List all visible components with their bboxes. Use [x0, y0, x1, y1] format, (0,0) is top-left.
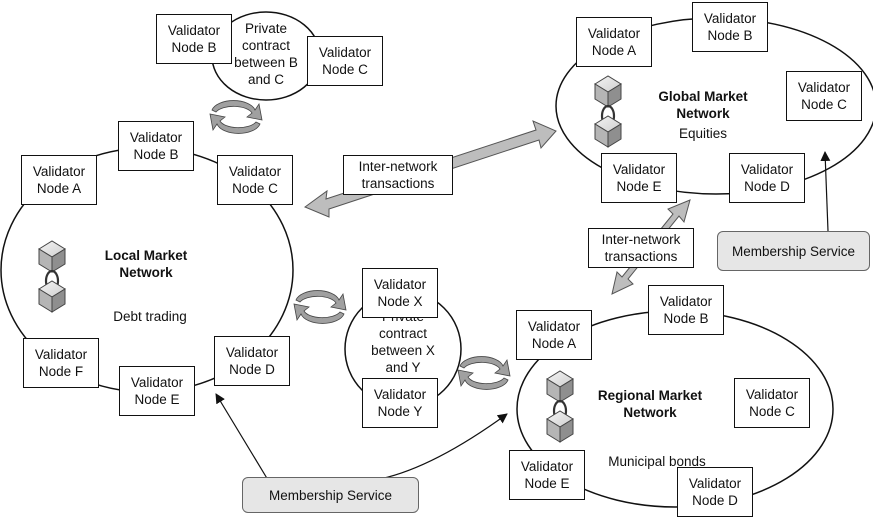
- private-contract-xy-text: Private contract between X and Y: [363, 308, 443, 376]
- global-validator-node-c: Validator Node C: [786, 71, 862, 121]
- node-label-line2: Node C: [232, 181, 278, 196]
- node-label-line1: Validator: [373, 277, 427, 292]
- private-contract-bc-text: Private contract between B and C: [226, 20, 306, 88]
- contract-line: Private: [244, 21, 288, 36]
- inter-network-line1: Inter-network: [358, 159, 438, 174]
- node-label-line2: Node E: [616, 179, 662, 194]
- ledger-icon-local: [38, 240, 66, 313]
- local-validator-node-d: Validator Node D: [214, 336, 290, 386]
- node-label-line2: Node D: [229, 362, 275, 377]
- contract-line: contract: [378, 326, 428, 341]
- contract-line: and Y: [385, 360, 421, 375]
- membership-arrow-to-global: [820, 151, 831, 232]
- inter-network-line2: transactions: [604, 249, 678, 264]
- node-label-line2: Node C: [322, 62, 368, 77]
- private-validator-node-c: Validator Node C: [307, 36, 383, 86]
- node-label-line1: Validator: [129, 130, 183, 145]
- sync-icon-bc: [209, 100, 263, 134]
- node-label-line1: Validator: [167, 23, 221, 38]
- node-label-line2: Node D: [692, 493, 738, 508]
- node-label-line1: Validator: [228, 164, 282, 179]
- node-label-line1: Validator: [612, 162, 666, 177]
- node-label-line1: Validator: [659, 294, 713, 309]
- node-label-line2: Node E: [134, 392, 180, 407]
- network-title-line1: Regional Market: [597, 388, 703, 403]
- network-title-line2: Network: [676, 106, 730, 121]
- regional-validator-node-e: Validator Node E: [509, 450, 585, 500]
- node-label-line2: Node Y: [377, 404, 423, 419]
- local-validator-node-f: Validator Node F: [23, 338, 99, 388]
- membership-arrow-to-local: [215, 393, 269, 481]
- network-title-line2: Network: [119, 265, 173, 280]
- node-label-line2: Node D: [744, 179, 790, 194]
- node-label-line2: Node B: [707, 28, 753, 43]
- node-label-line1: Validator: [520, 459, 574, 474]
- node-label-line1: Validator: [745, 387, 799, 402]
- sync-icon-x: [293, 290, 347, 324]
- regional-validator-node-a: Validator Node A: [516, 310, 592, 360]
- local-validator-node-c: Validator Node C: [217, 155, 293, 205]
- node-label-line2: Node C: [801, 97, 847, 112]
- node-label-line2: Node B: [171, 40, 217, 55]
- node-label-line2: Node B: [663, 311, 709, 326]
- global-network-title: Global Market Network: [643, 88, 763, 122]
- global-validator-node-e: Validator Node E: [601, 153, 677, 203]
- node-label-line1: Validator: [225, 345, 279, 360]
- inter-network-line1: Inter-network: [601, 232, 681, 247]
- global-network-description: Equities: [678, 126, 728, 141]
- local-validator-node-e: Validator Node E: [119, 366, 195, 416]
- ledger-icon-global: [594, 75, 622, 148]
- ledger-icon-regional: [546, 370, 574, 443]
- node-label-line1: Validator: [373, 387, 427, 402]
- inter-network-label-global-regional: Inter-network transactions: [588, 228, 694, 268]
- node-label-line1: Validator: [688, 476, 742, 491]
- node-label-line2: Node C: [749, 404, 795, 419]
- contract-line: between X: [371, 343, 435, 358]
- node-label-line1: Validator: [703, 11, 757, 26]
- node-label-line2: Node E: [524, 476, 570, 491]
- node-label-line2: Node X: [377, 294, 423, 309]
- node-label-line1: Validator: [318, 45, 372, 60]
- local-network-title: Local Market Network: [86, 247, 206, 281]
- contract-line: between B: [234, 55, 298, 70]
- regional-validator-node-c: Validator Node C: [734, 378, 810, 428]
- node-label-line2: Node B: [133, 147, 179, 162]
- global-validator-node-d: Validator Node D: [729, 153, 805, 203]
- local-network-description: Debt trading: [113, 309, 187, 324]
- regional-validator-node-b: Validator Node B: [648, 285, 724, 335]
- node-label-line1: Validator: [797, 80, 851, 95]
- node-label-line2: Node F: [38, 364, 84, 379]
- sync-icon-y: [457, 356, 511, 390]
- local-validator-node-b: Validator Node B: [118, 121, 194, 171]
- local-validator-node-a: Validator Node A: [21, 155, 97, 205]
- private-validator-node-x: Validator Node X: [362, 268, 438, 318]
- node-label-line2: Node A: [36, 181, 82, 196]
- global-validator-node-a: Validator Node A: [576, 17, 652, 67]
- inter-network-line2: transactions: [361, 176, 435, 191]
- network-title-line2: Network: [623, 405, 677, 420]
- private-validator-node-y: Validator Node Y: [362, 378, 438, 428]
- private-validator-node-b: Validator Node B: [156, 14, 232, 64]
- membership-service-left: Membership Service: [242, 477, 419, 513]
- node-label-line2: Node A: [591, 43, 637, 58]
- node-label-line1: Validator: [34, 347, 88, 362]
- node-label-line1: Validator: [527, 319, 581, 334]
- membership-service-right: Membership Service: [717, 231, 870, 271]
- contract-line: and C: [247, 72, 285, 87]
- regional-network-title: Regional Market Network: [585, 387, 715, 421]
- network-title-line1: Global Market: [658, 89, 748, 104]
- node-label-line2: Node A: [531, 336, 577, 351]
- node-label-line1: Validator: [587, 26, 641, 41]
- inter-network-label-local-global: Inter-network transactions: [343, 155, 453, 195]
- node-label-line1: Validator: [32, 164, 86, 179]
- contract-line: contract: [241, 38, 291, 53]
- node-label-line1: Validator: [130, 375, 184, 390]
- global-validator-node-b: Validator Node B: [692, 2, 768, 52]
- network-title-line1: Local Market: [104, 248, 188, 263]
- regional-validator-node-d: Validator Node D: [677, 467, 753, 517]
- node-label-line1: Validator: [740, 162, 794, 177]
- regional-network-description: Municipal bonds: [608, 454, 706, 469]
